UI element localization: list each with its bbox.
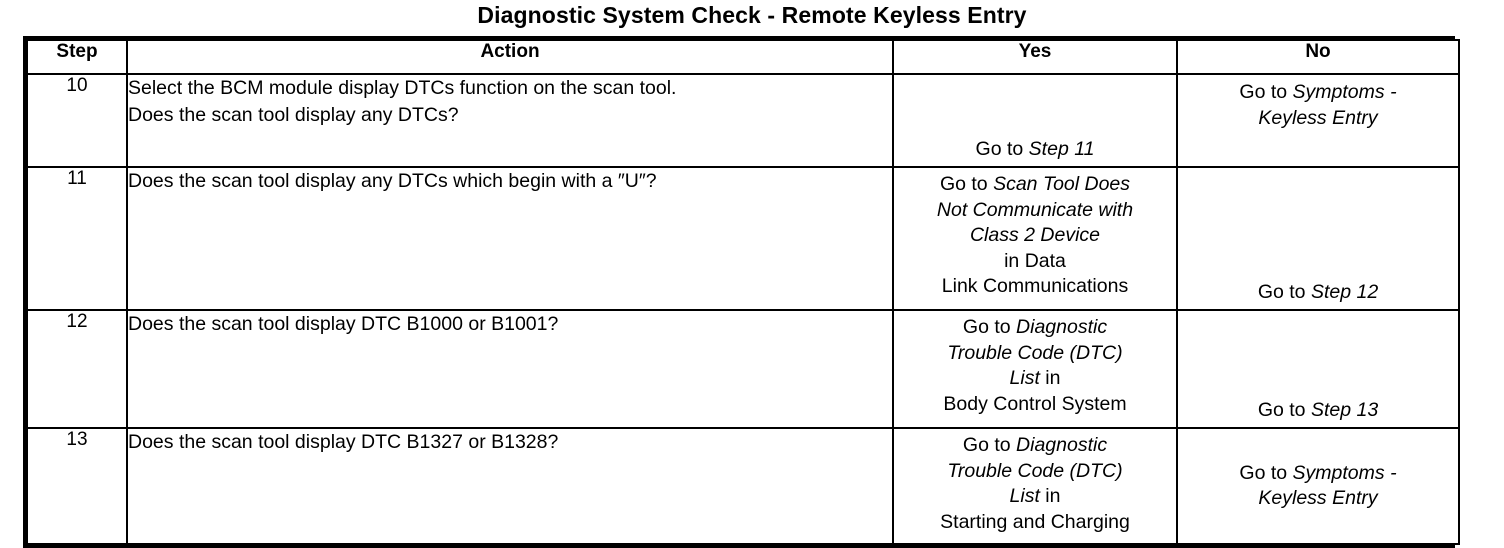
column-header-action: Action [126,39,894,75]
action-cell: Does the scan tool display DTC B1000 or … [126,309,894,429]
cell-text-line: Trouble Code (DTC) [894,459,1176,485]
action-text-line: Select the BCM module display DTCs funct… [128,77,677,99]
action-text-line: Does the scan tool display DTC B1327 or … [128,431,559,453]
action-text-line: Does the scan tool display any DTCs whic… [128,170,657,192]
cell-text-line: List in [894,484,1176,510]
table-header-row: Step Action Yes No [26,39,1460,75]
table-header: Step Action Yes No [26,39,1460,75]
step-number-cell: 13 [26,427,128,545]
reference-title: Class 2 Device [969,224,1101,246]
cell-text-segment: in Data [1004,249,1066,272]
cell-text-segment: Go to [1257,280,1311,303]
cell-text-segment: Go to [975,137,1029,160]
cell-text-line: Go to Step 11 [894,137,1176,163]
cell-text-line: Go to Step 12 [1178,280,1458,306]
cell-text-segment: in [1039,367,1061,389]
cell-text-segment: in [1039,485,1061,507]
cell-text-line: Link Communications [894,274,1176,300]
cell-text-line: Not Communicate with [894,198,1176,224]
reference-title: Step 13 [1310,398,1379,421]
reference-title: List [1009,485,1040,507]
cell-text-line: List in [894,366,1176,392]
no-cell: Go to Step 13 [1176,309,1460,429]
cell-text-line: Go to Symptoms - [1178,80,1458,106]
page-title: Diagnostic System Check - Remote Keyless… [477,2,1027,28]
cell-text-line: Starting and Charging [894,510,1176,536]
cell-text-segment: Link Communications [941,275,1129,297]
cell-text-line: Go to Step 13 [1178,398,1458,424]
reference-title: Symptoms - [1292,81,1397,103]
column-header-yes: Yes [892,39,1178,75]
cell-text-segment: Go to [1257,398,1311,421]
reference-title: List [1009,367,1040,389]
action-cell: Does the scan tool display DTC B1327 or … [126,427,894,545]
reference-title: Not Communicate with [936,198,1134,221]
column-header-step: Step [26,39,128,75]
action-text-line: Does the scan tool display DTC B1000 or … [128,313,559,335]
reference-title: Diagnostic [1016,316,1108,338]
action-text-line: Does the scan tool display any DTCs? [128,104,459,126]
cell-text-segment: Go to [1239,81,1293,103]
no-cell: Go to Symptoms -Keyless Entry [1176,73,1460,168]
cell-text-line: Keyless Entry [1178,486,1458,512]
reference-title: Trouble Code (DTC) [947,341,1123,364]
reference-title: Symptoms - [1292,461,1397,484]
cell-text-segment: Body Control System [943,392,1127,415]
cell-text-line: in Data [894,249,1176,275]
step-number-cell: 11 [26,166,128,311]
cell-text-segment: Go to [962,316,1017,338]
step-number-cell: 10 [26,73,128,168]
reference-title: Step 12 [1310,280,1379,303]
no-cell: Go to Symptoms -Keyless Entry [1176,427,1460,545]
reference-title: Step 11 [1028,137,1095,160]
step-number-cell: 12 [26,309,128,429]
yes-cell: Go to Step 11 [892,73,1178,168]
column-header-no: No [1176,39,1460,75]
cell-text-segment: Starting and Charging [940,510,1130,533]
action-cell: Select the BCM module display DTCs funct… [126,73,894,168]
reference-title: Scan Tool Does [993,173,1131,195]
cell-text-line: Keyless Entry [1178,106,1458,132]
cell-text-line: Trouble Code (DTC) [894,341,1176,367]
reference-title: Keyless Entry [1258,106,1378,129]
reference-title: Diagnostic [1016,434,1108,456]
cell-text-line: Body Control System [894,392,1176,418]
cell-text-line: Go to Diagnostic [894,433,1176,459]
cell-text-segment: Go to [962,434,1017,456]
action-cell: Does the scan tool display any DTCs whic… [126,166,894,311]
cell-text-segment: Go to [939,173,994,195]
reference-title: Keyless Entry [1258,487,1378,509]
no-cell: Go to Step 12 [1176,166,1460,311]
reference-title: Trouble Code (DTC) [947,459,1123,482]
cell-text-line: Go to Diagnostic [894,315,1176,341]
cell-text-line: Go to Symptoms - [1178,461,1458,487]
cell-text-line: Class 2 Device [894,223,1176,249]
cell-text-segment: Go to [1239,461,1293,484]
cell-text-line: Go to Scan Tool Does [894,172,1176,198]
